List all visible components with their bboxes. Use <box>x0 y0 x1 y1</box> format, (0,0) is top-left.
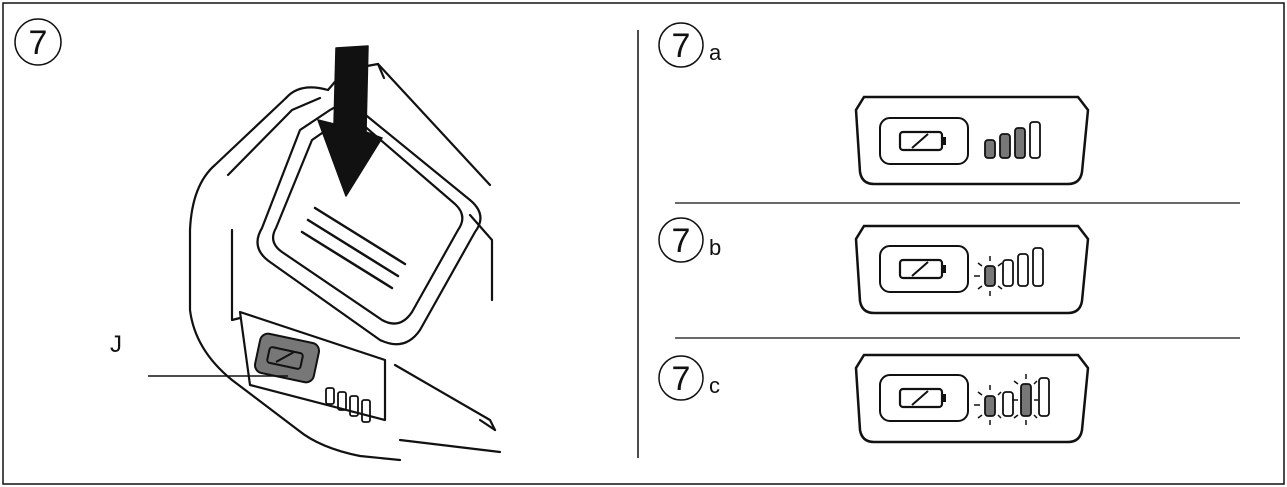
gauge-display-a <box>854 95 1090 186</box>
battery-button-c <box>879 374 969 422</box>
battery-corner <box>478 418 497 432</box>
step-circle <box>14 18 62 66</box>
battery-base-edge <box>398 438 502 454</box>
battery-left-panel <box>230 228 242 322</box>
battery-bottom-edge <box>393 363 497 432</box>
level-bar-c-1 <box>984 395 996 417</box>
gauge-housing-a <box>854 95 1090 186</box>
battery-icon <box>266 346 304 370</box>
pack-bar-3 <box>349 395 359 417</box>
button-groove-1 <box>313 206 407 266</box>
down-arrow-icon <box>317 45 383 197</box>
panel-c: 7 c <box>658 353 1090 444</box>
level-bar-a-2 <box>999 133 1011 159</box>
step-circle-c <box>658 355 704 401</box>
level-bar-b-1 <box>984 265 996 287</box>
step-marker-main: 7 <box>14 18 62 66</box>
level-bar-c-3 <box>1020 383 1032 417</box>
battery-body-outline <box>188 96 402 462</box>
step-suffix-c: c <box>709 373 720 398</box>
level-bar-a-1 <box>984 139 996 159</box>
level-bar-a-4 <box>1029 121 1041 159</box>
battery-icon-stroke <box>911 390 929 406</box>
battery-icon-tip <box>942 394 946 402</box>
level-bar-a-3 <box>1014 127 1026 159</box>
battery-right-edge <box>468 213 494 302</box>
battery-icon-tip <box>942 137 946 145</box>
gauge-button <box>253 332 321 384</box>
step-number-b: 7 <box>672 222 691 260</box>
level-bar-c-4 <box>1038 377 1050 417</box>
gauge-display-c <box>854 353 1090 444</box>
step-suffix-b: b <box>709 235 721 260</box>
blink-rays-icon <box>974 256 1003 296</box>
step-number-c: 7 <box>672 360 691 398</box>
level-bar-b-2 <box>1002 259 1014 287</box>
gauge-housing-c <box>854 353 1090 444</box>
level-bar-c-2 <box>1002 391 1014 417</box>
battery-inner-edge <box>226 96 322 177</box>
button-groove-2 <box>306 218 400 278</box>
pack-bar-2 <box>337 391 347 411</box>
step-circle-b <box>658 217 704 263</box>
level-bar-b-4 <box>1032 247 1044 287</box>
step-suffix-a: a <box>709 40 722 65</box>
pointer-label-j: J <box>110 331 122 358</box>
battery-right-edge-top <box>376 62 492 187</box>
battery-icon-tip <box>942 265 946 273</box>
button-groove-3 <box>300 230 394 290</box>
battery-button-b <box>879 245 969 293</box>
gauge-housing-b <box>854 224 1090 315</box>
battery-gauge-on-pack <box>253 332 371 423</box>
battery-icon-stroke <box>275 351 295 363</box>
panel-b: 7 b <box>658 217 1090 315</box>
blink-rays-icon <box>974 374 1038 425</box>
gauge-display-b <box>854 224 1090 315</box>
battery-icon-stroke <box>911 133 929 149</box>
battery-button-a <box>879 117 969 165</box>
pack-bar-1 <box>325 387 335 405</box>
step-number-a: 7 <box>672 27 691 65</box>
step-number: 7 <box>29 24 48 62</box>
panel-a: 7 a <box>658 22 1090 186</box>
battery-icon-stroke <box>911 261 929 277</box>
gauge-panel <box>238 310 387 422</box>
step-circle-a <box>658 22 704 68</box>
pack-bar-4 <box>361 399 371 423</box>
level-bar-b-3 <box>1017 253 1029 287</box>
